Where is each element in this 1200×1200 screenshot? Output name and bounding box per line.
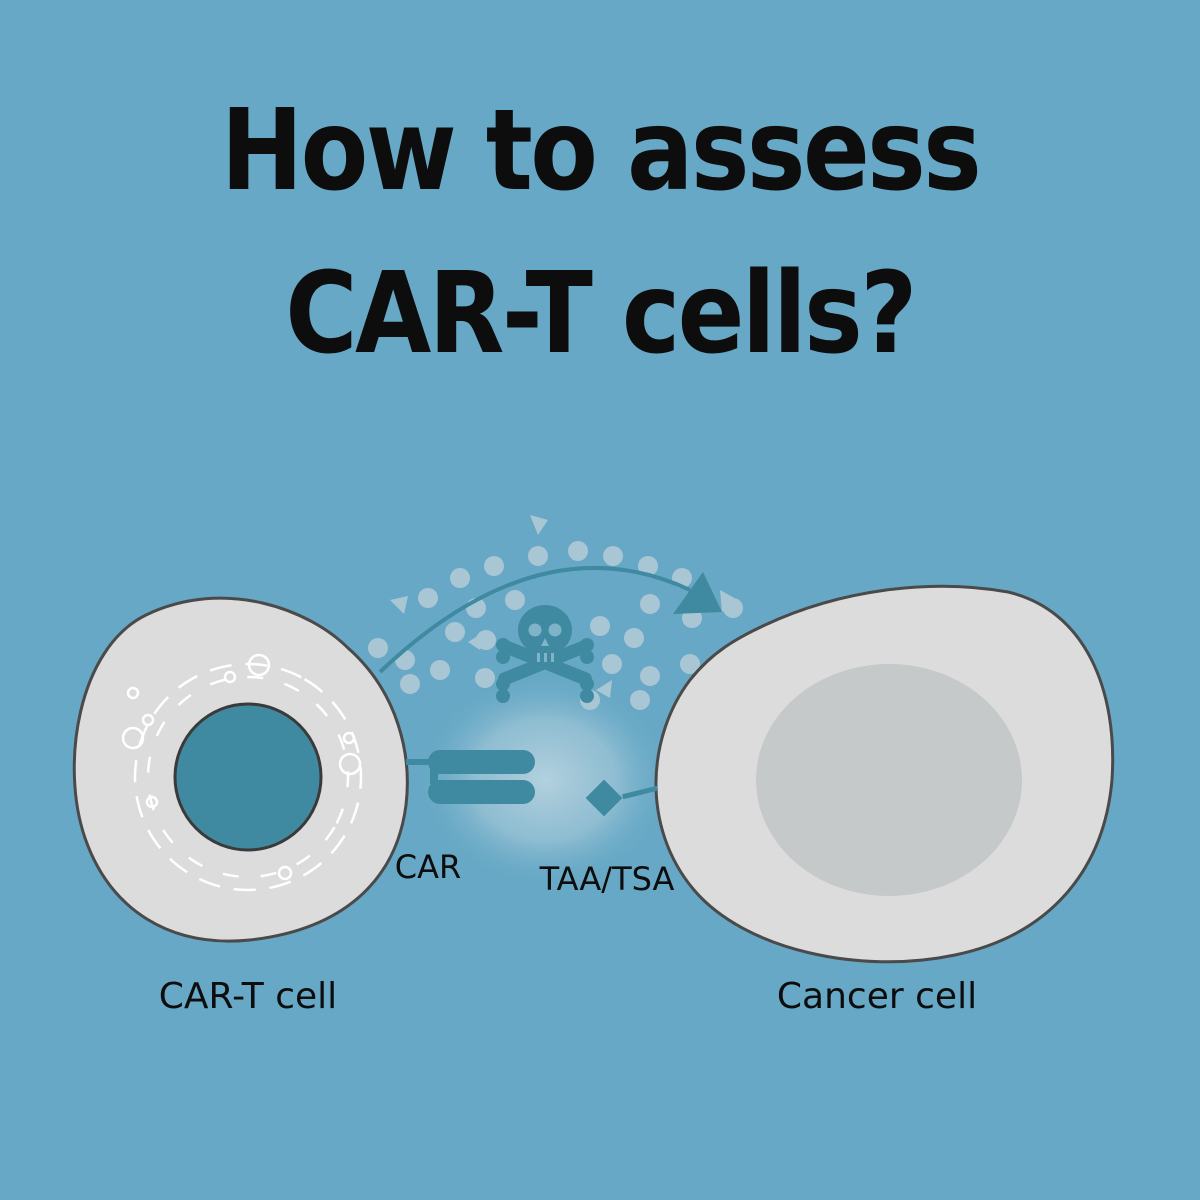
title-line-2: CAR-T cells? xyxy=(285,249,917,379)
label-antigen: TAA/TSA xyxy=(539,860,675,898)
label-cancer-cell: Cancer cell xyxy=(777,976,977,1017)
synapse-glow xyxy=(415,670,675,890)
skull-crossbones-icon xyxy=(496,605,594,703)
label-car: CAR xyxy=(395,848,461,886)
car-receptor xyxy=(406,750,535,804)
car-t-nucleus xyxy=(173,702,323,852)
arrow-head xyxy=(673,572,722,614)
tumor-antigen xyxy=(585,779,659,817)
title-line-1: How to assess xyxy=(220,86,982,216)
cytotoxic-particles xyxy=(368,515,743,710)
car-t-organelles xyxy=(121,653,363,892)
attack-arrow xyxy=(378,565,691,674)
cancer-nucleus xyxy=(756,664,1022,896)
label-car-t-cell: CAR-T cell xyxy=(159,976,337,1017)
